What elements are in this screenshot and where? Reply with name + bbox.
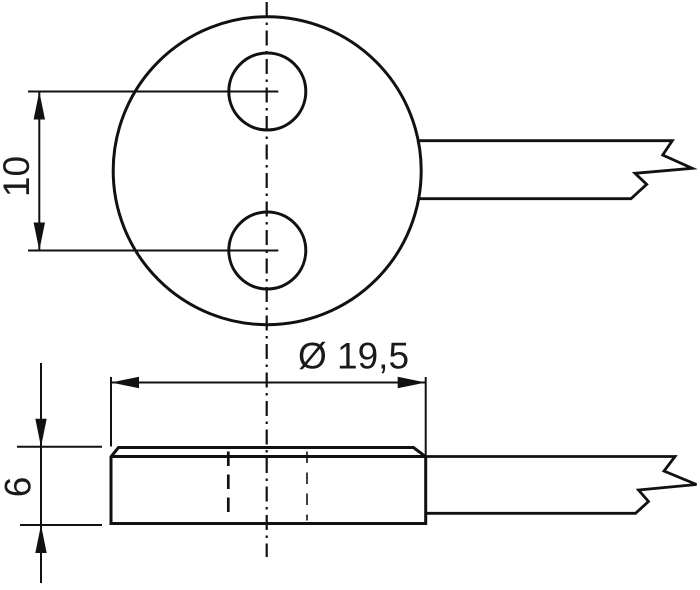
thickness-label: 6: [0, 477, 39, 498]
cable-top-view: [418, 139, 698, 201]
thickness-dimension: 6: [0, 363, 102, 583]
cable-side-view: [425, 455, 698, 515]
hole-spacing-dimension: 10: [0, 90, 279, 252]
thickness-arrow-up-icon: [35, 525, 47, 553]
hole-spacing-label: 10: [0, 156, 37, 197]
thickness-arrow-down-icon: [35, 418, 47, 447]
diameter-arrow-left-icon: [111, 376, 139, 389]
hole-spacing-arrow-up-icon: [33, 91, 45, 120]
side-view: Ø 19,5 6: [0, 336, 698, 583]
hole-spacing-arrow-down-icon: [33, 222, 45, 251]
diameter-arrow-right-icon: [397, 376, 426, 389]
diameter-label: Ø 19,5: [298, 336, 409, 377]
top-view: 10: [0, 15, 698, 327]
disc-outline-circle: [111, 15, 423, 327]
disc-body-outline: [109, 446, 428, 525]
diameter-dimension: Ø 19,5: [110, 336, 427, 456]
